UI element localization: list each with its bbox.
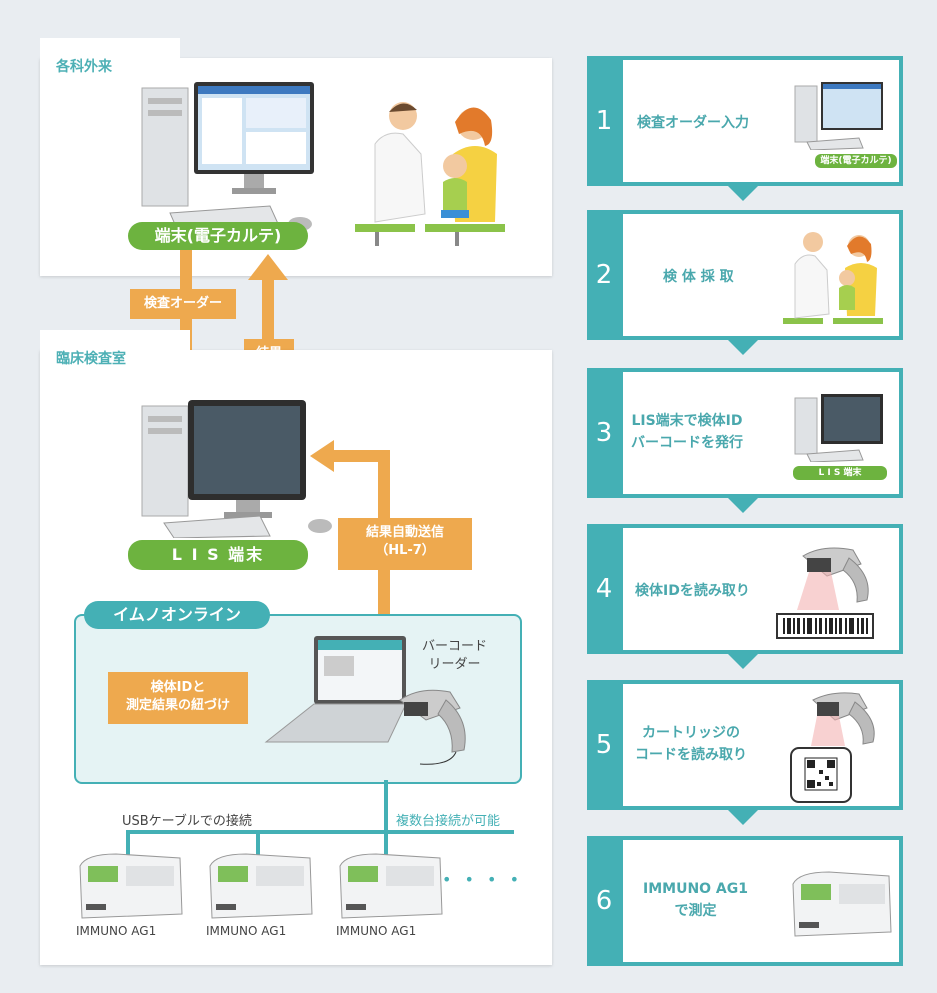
device-label-1: IMMUNO AG1 bbox=[76, 924, 157, 938]
step-number: 3 bbox=[595, 418, 613, 448]
immuno-device-icon bbox=[209, 853, 313, 919]
step-number: 2 bbox=[595, 260, 613, 290]
laptop-icon bbox=[264, 636, 407, 743]
down-arrow bbox=[727, 185, 759, 201]
down-arrow bbox=[727, 339, 759, 355]
device-2: IMMUNO AG1 bbox=[206, 852, 316, 938]
lab-panel: 臨床検査室 L I S 端末 結果自動送信 （HL-7） イムノオンライン 検体… bbox=[40, 330, 552, 965]
device-3: IMMUNO AG1 bbox=[336, 852, 446, 938]
lis-computer-icon bbox=[794, 394, 883, 462]
step-text: IMMUNO AG1 で測定 bbox=[643, 878, 748, 922]
step-5: 5 カートリッジの コードを読み取り bbox=[587, 680, 903, 825]
step-badge: 端末(電子カルテ) bbox=[815, 154, 897, 168]
usb-label: USBケーブルでの接続 bbox=[122, 814, 252, 829]
multi-label: 複数台接続が可能 bbox=[396, 814, 501, 829]
step-badge: L I S 端末 bbox=[793, 466, 887, 480]
order-label: 検査オーダー bbox=[130, 289, 236, 319]
down-arrow bbox=[727, 497, 759, 513]
down-arrow bbox=[727, 653, 759, 669]
step-text-line1: IMMUNO AG1 bbox=[643, 881, 748, 897]
desktop-computer-icon bbox=[794, 82, 883, 150]
auto-send-line2: （HL-7） bbox=[375, 543, 435, 558]
step-text: 検 体 採 取 bbox=[663, 269, 734, 285]
immuno-online-title: イムノオンライン bbox=[84, 601, 270, 629]
terminal-label: 端末(電子カルテ) bbox=[128, 222, 308, 250]
lab-tab bbox=[40, 330, 190, 350]
step-3: 3 LIS端末で検体ID バーコードを発行 L I S 端末 bbox=[587, 368, 903, 513]
step-text-line1: LIS端末で検体ID bbox=[631, 413, 743, 429]
link-line2: 測定結果の紐づけ bbox=[125, 698, 230, 713]
step-number: 5 bbox=[595, 730, 613, 760]
step-4: 4 検体IDを読み取り bbox=[587, 524, 903, 669]
device-label-3: IMMUNO AG1 bbox=[336, 924, 417, 938]
step-number: 1 bbox=[595, 106, 613, 136]
reader-line2: リーダー bbox=[428, 657, 481, 672]
device-label-2: IMMUNO AG1 bbox=[206, 924, 287, 938]
lis-computer-icon bbox=[141, 400, 332, 538]
lis-label: L I S 端末 bbox=[128, 540, 308, 570]
link-label: 検体IDと 測定結果の紐づけ bbox=[108, 672, 248, 724]
step-text-line2: で測定 bbox=[674, 903, 717, 919]
immuno-device-icon bbox=[792, 871, 892, 937]
outpatient-panel: 各科外来 端末(電子カルテ) bbox=[40, 38, 552, 276]
step-text: LIS端末で検体ID バーコードを発行 bbox=[631, 410, 743, 454]
barcode-scan-icon bbox=[776, 547, 874, 639]
immuno-device-icon bbox=[79, 853, 183, 919]
device-1: IMMUNO AG1 bbox=[76, 852, 186, 938]
lab-title: 臨床検査室 bbox=[56, 351, 126, 367]
immuno-device-icon bbox=[339, 853, 443, 919]
step-text-line2: バーコードを発行 bbox=[631, 435, 743, 451]
step-text-line2: コードを読み取り bbox=[635, 747, 747, 763]
step-1: 1 検査オーダー入力 端末(電子カルテ) bbox=[587, 56, 903, 201]
step-number: 6 bbox=[595, 886, 613, 916]
auto-send-label: 結果自動送信 （HL-7） bbox=[338, 518, 472, 570]
outpatient-tab bbox=[40, 38, 180, 58]
step-text: 検査オーダー入力 bbox=[637, 115, 749, 131]
reader-line1: バーコード bbox=[422, 639, 488, 654]
reader-label: バーコード リーダー bbox=[422, 638, 487, 674]
down-arrow bbox=[727, 809, 759, 825]
step-text: 検体IDを読み取り bbox=[635, 583, 750, 599]
step-number: 4 bbox=[595, 574, 613, 604]
cartridge-scan-icon bbox=[790, 692, 875, 803]
desktop-computer-icon bbox=[141, 82, 314, 237]
step-text-line1: カートリッジの bbox=[642, 725, 740, 741]
barcode-reader-icon bbox=[399, 689, 466, 765]
doctor-patient-illustration bbox=[783, 232, 883, 324]
step-text: カートリッジの コードを読み取り bbox=[635, 722, 747, 766]
more-devices-dots: • • • • bbox=[442, 870, 524, 889]
outpatient-title: 各科外来 bbox=[56, 59, 112, 75]
auto-send-line1: 結果自動送信 bbox=[365, 525, 444, 540]
step-6: 6 IMMUNO AG1 で測定 bbox=[587, 836, 903, 966]
doctor-patient-illustration bbox=[355, 102, 505, 246]
step-2: 2 検 体 採 取 bbox=[587, 210, 903, 355]
link-line1: 検体IDと bbox=[150, 680, 206, 695]
